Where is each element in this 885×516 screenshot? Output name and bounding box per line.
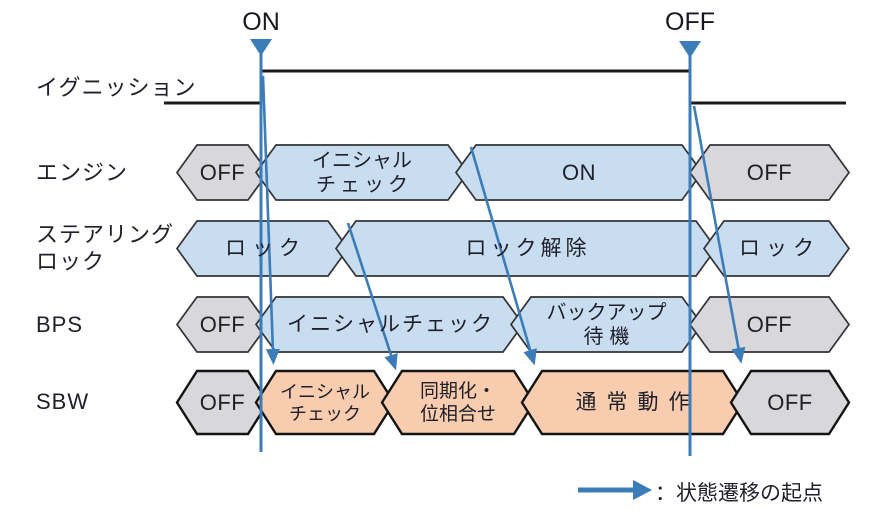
engine-state-off-left	[175, 144, 270, 201]
row-label-engine: エンジン	[36, 160, 129, 185]
legend-arrow-head-icon	[633, 480, 652, 500]
sbw-state-off-left	[175, 369, 270, 436]
engine-state-initial-check	[254, 144, 470, 201]
sbw-state-normal-operation	[520, 369, 745, 436]
engine-state-on	[454, 144, 704, 201]
steering-state-unlock	[334, 220, 718, 277]
steering-state-lock-right	[702, 220, 851, 277]
row-label-bps: BPS	[36, 312, 84, 337]
on-trigger-label: ON	[242, 8, 280, 36]
transition-arrow-unlock-to-sync	[346, 222, 398, 371]
bps-state-initial-check	[254, 296, 525, 353]
legend-label: ：状態遷移の起点	[655, 482, 823, 505]
row-label-sbw: SBW	[36, 389, 90, 414]
bps-state-off-right	[688, 296, 851, 353]
row-label-steering-line1: ステアリング	[36, 222, 175, 247]
bps-state-off-left	[175, 296, 270, 353]
row-label-steering-line2: ロック	[36, 249, 106, 274]
transition-arrow-ignition-off-to-sbw-off	[692, 105, 746, 364]
off-trigger-label: OFF	[665, 8, 715, 36]
ignition-signal-line	[164, 69, 846, 105]
transition-arrow-engine-on-to-normal	[469, 146, 537, 366]
sbw-state-initial-check	[254, 369, 396, 436]
row-label-steering: ステアリング ロック	[36, 221, 174, 275]
row-label-ignition: イグニッション	[36, 75, 197, 100]
transition-arrow-ignition-on-to-sbw	[261, 75, 280, 365]
bps-state-backup-standby	[509, 296, 704, 353]
sbw-state-off-right	[729, 369, 851, 436]
sbw-state-sync-phase	[380, 369, 536, 436]
engine-state-off-right	[688, 144, 851, 201]
